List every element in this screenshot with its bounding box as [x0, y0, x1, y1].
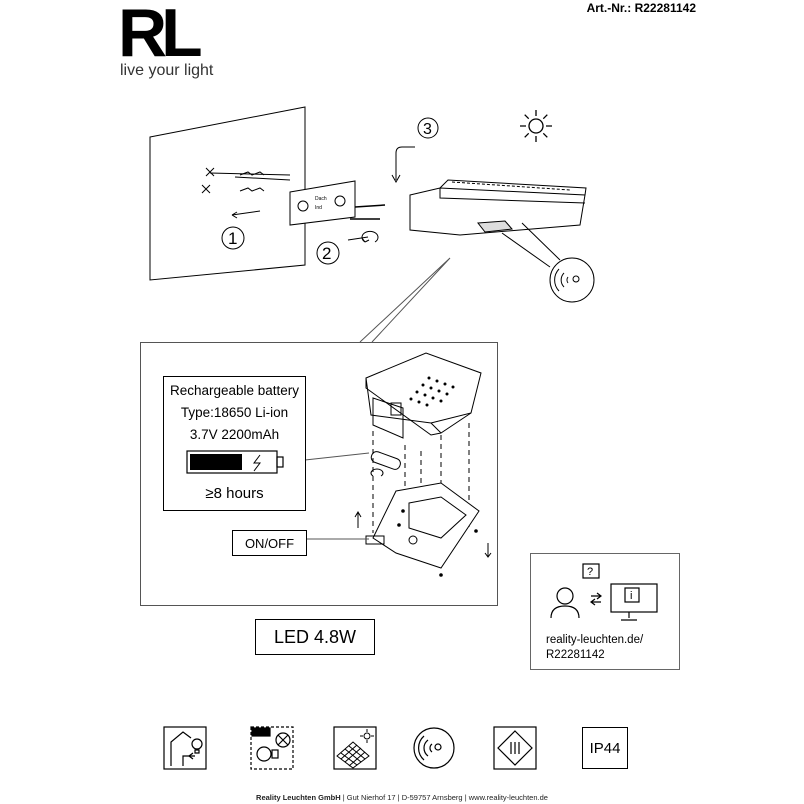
info-url-line2[interactable]: R22281142	[546, 649, 605, 661]
footer-company: Reality Leuchten GmbH	[256, 793, 341, 802]
battery-spec: 3.7V 2200mAh	[189, 427, 280, 442]
support-info-icon: ? i	[550, 563, 658, 621]
footer-website[interactable]: www.reality-leuchten.de	[468, 793, 548, 802]
logo-text: RL	[118, 2, 201, 62]
svg-text:?: ?	[587, 566, 593, 578]
no-bulb-replacement-icon	[250, 726, 294, 770]
article-number: Art.-Nr.: R22281142	[586, 1, 696, 15]
step-1-label: 1	[228, 229, 237, 248]
rl-logo: RL	[118, 2, 207, 62]
battery-type: Type:18650 Li-ion	[180, 405, 289, 420]
svg-text:Ind: Ind	[315, 205, 322, 211]
step-3-marker	[417, 117, 439, 139]
sun-icon	[520, 110, 552, 142]
step-2-label: 2	[322, 244, 331, 263]
step-3-label: 3	[423, 121, 432, 138]
footer: Reality Leuchten GmbH | Gut Nierhof 17 |…	[0, 793, 804, 802]
battery-title: Rechargeable battery	[169, 383, 300, 398]
step-1-marker	[221, 226, 245, 250]
protection-class-iii-icon	[493, 726, 537, 770]
tagline: live your light	[120, 62, 214, 79]
ip-rating-badge: IP44	[582, 727, 628, 769]
solar-panel-icon	[333, 726, 377, 770]
battery-info-box: Rechargeable battery Type:18650 Li-ion 3…	[163, 376, 306, 511]
step-2-marker	[316, 241, 340, 265]
outdoor-mount-icon	[163, 726, 207, 770]
battery-detail-panel	[140, 342, 498, 606]
detail-callout-lines	[359, 257, 451, 343]
on-off-label: ON/OFF	[232, 530, 307, 556]
battery-level-icon	[186, 450, 284, 474]
svg-text:i: i	[630, 590, 632, 602]
motion-sensor-icon	[413, 727, 455, 769]
mounting-diagram: Dach Ind 1 2 3	[149, 106, 595, 303]
footer-address2: D-59757 Arnsberg	[401, 793, 463, 802]
svg-text:Dach: Dach	[315, 196, 327, 202]
footer-separator: |	[397, 793, 400, 802]
led-power-label: LED 4.8W	[255, 619, 375, 655]
battery-runtime: ≥8 hours	[205, 485, 264, 502]
footer-separator: |	[342, 793, 345, 802]
info-url[interactable]: reality-leuchten.de/ R22281142	[546, 633, 643, 663]
battery-exploded-view	[304, 352, 492, 577]
online-info-box: ? i reality-leuchten.de/ R22281142	[530, 553, 680, 670]
footer-separator: |	[464, 793, 467, 802]
info-url-line1[interactable]: reality-leuchten.de/	[546, 634, 644, 646]
footer-address1: Gut Nierhof 17	[346, 793, 396, 802]
